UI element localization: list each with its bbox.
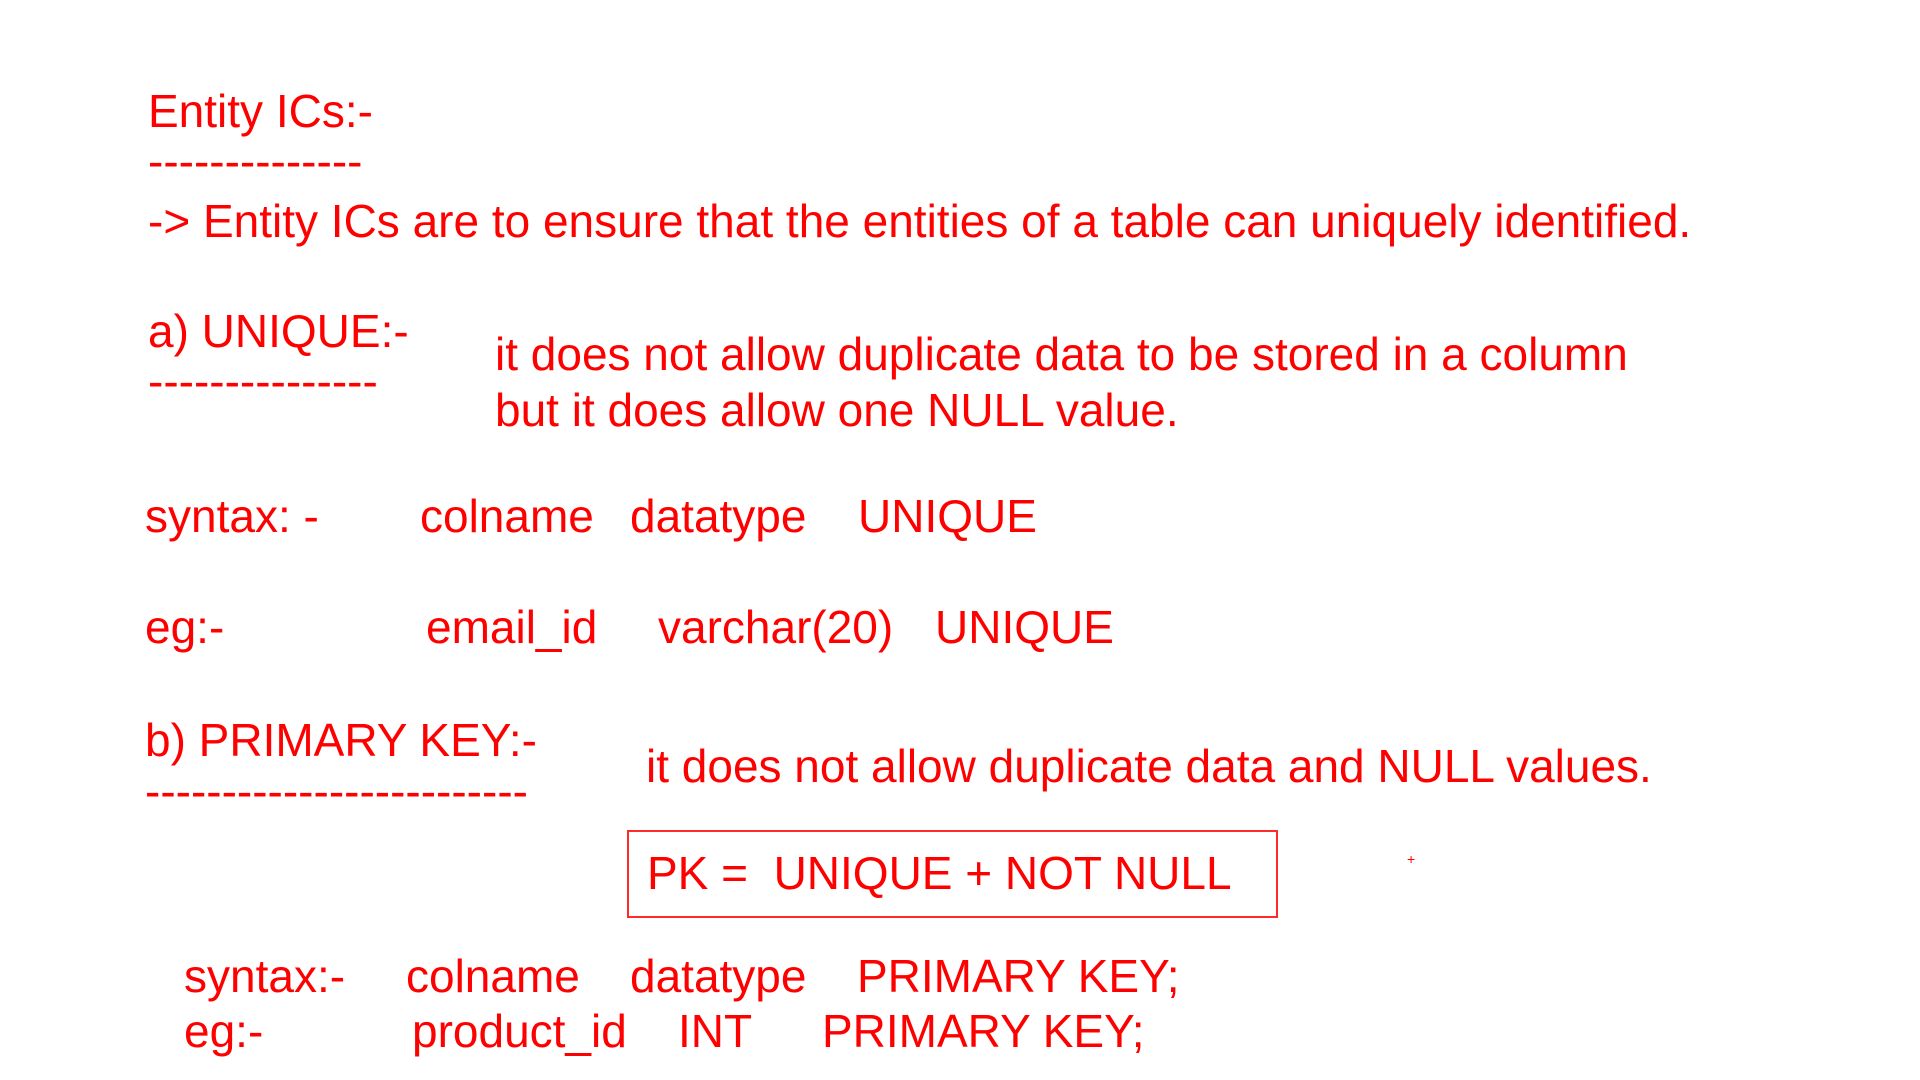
pk-example-label: eg:- xyxy=(184,1005,264,1057)
entity-heading: Entity ICs:- xyxy=(148,85,373,137)
pk-syntax-datatype: datatype xyxy=(630,950,807,1002)
entity-heading-underline: -------------- xyxy=(148,135,363,187)
unique-description-line-1: it does not allow duplicate data to be s… xyxy=(495,328,1628,380)
pk-example-datatype: INT xyxy=(678,1005,753,1057)
entity-description: -> Entity ICs are to ensure that the ent… xyxy=(148,195,1692,247)
unique-syntax-constraint: UNIQUE xyxy=(858,490,1037,542)
pk-description: it does not allow duplicate data and NUL… xyxy=(646,740,1652,792)
unique-heading-underline: --------------- xyxy=(148,355,378,407)
unique-example-datatype: varchar(20) xyxy=(658,601,894,653)
pk-syntax-label: syntax:- xyxy=(184,950,346,1002)
pk-syntax-colname: colname xyxy=(406,950,580,1002)
unique-example-label: eg:- xyxy=(145,601,225,653)
unique-example-constraint: UNIQUE xyxy=(935,601,1114,653)
pk-heading-underline: ------------------------- xyxy=(145,765,528,817)
pk-example-constraint: PRIMARY KEY; xyxy=(822,1005,1145,1057)
unique-description-line-2: but it does allow one NULL value. xyxy=(495,384,1179,436)
pk-example-column: product_id xyxy=(412,1005,627,1057)
pk-formula-box: PK = UNIQUE + NOT NULL xyxy=(627,830,1278,918)
unique-syntax-colname: colname xyxy=(420,490,594,542)
unique-heading: a) UNIQUE:- xyxy=(148,305,409,357)
cursor-crosshair-icon: + xyxy=(1407,851,1416,867)
unique-example-column: email_id xyxy=(426,601,598,653)
unique-syntax-datatype: datatype xyxy=(630,490,807,542)
pk-syntax-constraint: PRIMARY KEY; xyxy=(857,950,1180,1002)
pk-formula: PK = UNIQUE + NOT NULL xyxy=(647,847,1232,899)
pk-heading: b) PRIMARY KEY:- xyxy=(145,714,537,766)
unique-syntax-label: syntax: - xyxy=(145,490,319,542)
